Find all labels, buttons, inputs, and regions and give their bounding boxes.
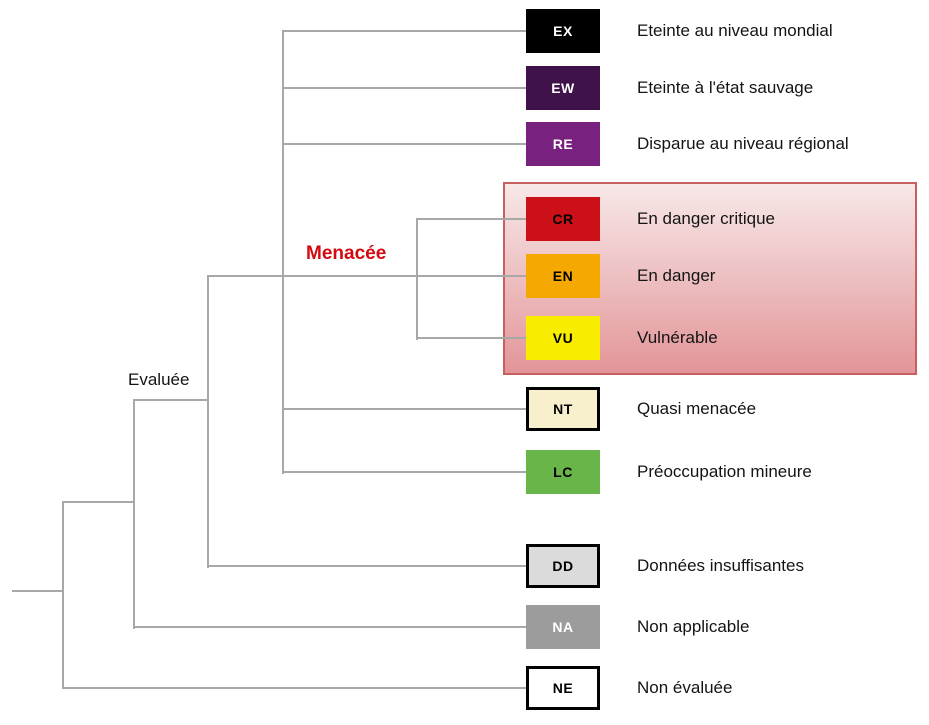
- tree-branch-vu: [417, 337, 528, 339]
- category-box-cr: CR: [526, 197, 600, 241]
- tree-branch-lc: [283, 471, 528, 473]
- category-box-lc: LC: [526, 450, 600, 494]
- tree-branch-inner: [62, 501, 135, 503]
- category-label-na: Non applicable: [637, 617, 750, 636]
- category-box-en: EN: [526, 254, 600, 298]
- tree-branch-ew: [283, 87, 528, 89]
- category-box-ew: EW: [526, 66, 600, 110]
- category-label-dd: Données insuffisantes: [637, 556, 804, 575]
- category-box-nt: NT: [526, 387, 600, 431]
- category-label-en: En danger: [637, 266, 716, 285]
- tree-connector-line: [207, 275, 209, 568]
- tree-branch-na: [133, 626, 528, 628]
- category-box-vu: VU: [526, 316, 600, 360]
- category-row-dd: DD Données insuffisantes: [0, 544, 929, 588]
- category-row-nt: NT Quasi menacée: [0, 387, 929, 431]
- category-row-ne: NE Non évaluée: [0, 666, 929, 710]
- category-box-re: RE: [526, 122, 600, 166]
- tree-branch-ex: [283, 30, 528, 32]
- tree-branch-ne: [62, 687, 526, 689]
- category-label-lc: Préoccupation mineure: [637, 462, 812, 481]
- tree-branch-dd: [207, 565, 526, 567]
- threatened-group-label: Menacée: [306, 243, 387, 264]
- category-box-ex: EX: [526, 9, 600, 53]
- tree-connector-line: [282, 30, 284, 474]
- tree-branch-cr: [417, 218, 528, 220]
- category-box-ne: NE: [526, 666, 600, 710]
- tree-branch-evaluated: [133, 399, 209, 401]
- category-label-ne: Non évaluée: [637, 678, 733, 697]
- category-row-vu: VU Vulnérable: [0, 316, 929, 360]
- category-label-nt: Quasi menacée: [637, 399, 757, 418]
- tree-connector-line: [133, 399, 135, 629]
- category-row-lc: LC Préoccupation mineure: [0, 450, 929, 494]
- evaluated-group-label: Evaluée: [128, 370, 190, 389]
- category-label-ex: Eteinte au niveau mondial: [637, 21, 833, 40]
- category-label-ew: Eteinte à l'état sauvage: [637, 78, 814, 97]
- category-label-vu: Vulnérable: [637, 328, 718, 347]
- category-row-ew: EW Eteinte à l'état sauvage: [0, 66, 929, 110]
- category-label-cr: En danger critique: [637, 209, 775, 228]
- tree-connector-line: [416, 218, 418, 340]
- category-row-cr: CR En danger critique: [0, 197, 929, 241]
- category-box-dd: DD: [526, 544, 600, 588]
- category-box-na: NA: [526, 605, 600, 649]
- tree-connector-line: [62, 501, 64, 689]
- category-row-en: EN En danger: [0, 254, 929, 298]
- tree-root-stub: [12, 590, 64, 592]
- category-row-ex: EX Eteinte au niveau mondial: [0, 9, 929, 53]
- category-row-na: NA Non applicable: [0, 605, 929, 649]
- category-label-re: Disparue au niveau régional: [637, 134, 849, 153]
- category-row-re: RE Disparue au niveau régional: [0, 122, 929, 166]
- tree-branch-re: [283, 143, 528, 145]
- tree-branch-nt: [283, 408, 526, 410]
- tree-branch-en: [207, 275, 528, 277]
